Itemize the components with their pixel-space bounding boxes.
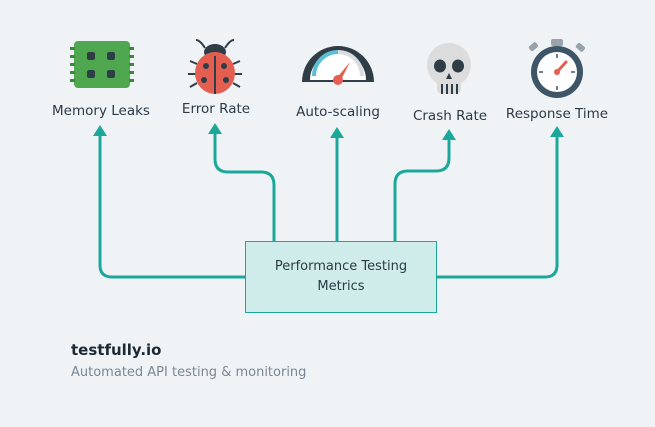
arrowhead-memory-leaks: [93, 125, 107, 136]
arrowhead-error-rate: [208, 123, 222, 134]
stopwatch-icon: [528, 39, 585, 98]
metric-label-auto-scaling: Auto-scaling: [296, 104, 380, 120]
arrowhead-response-time: [550, 126, 564, 137]
brand-tagline: Automated API testing & monitoring: [71, 365, 307, 380]
metric-label-error-rate: Error Rate: [181, 101, 251, 117]
gauge-icon: [302, 46, 374, 85]
arrowhead-crash-rate: [442, 129, 456, 140]
brand-name: testfully.io: [71, 341, 162, 359]
center-node-line2: Metrics: [317, 279, 365, 294]
connector-memory-leaks: [98, 132, 247, 279]
center-node: Performance Testing Metrics: [245, 241, 437, 313]
connector-response-time: [435, 133, 559, 279]
connector-error-rate: [213, 130, 276, 243]
connectors: [98, 130, 559, 279]
arrowhead-auto-scaling: [330, 127, 344, 138]
metric-label-memory-leaks: Memory Leaks: [52, 103, 150, 119]
arrowheads: [93, 123, 564, 140]
memory-chip-icon: [70, 41, 134, 88]
center-node-line1: Performance Testing: [274, 259, 408, 274]
skull-icon: [427, 43, 471, 94]
ladybug-icon: [188, 39, 242, 94]
connector-crash-rate: [393, 136, 451, 243]
metric-label-response-time: Response Time: [505, 106, 609, 122]
metric-label-crash-rate: Crash Rate: [412, 108, 488, 124]
